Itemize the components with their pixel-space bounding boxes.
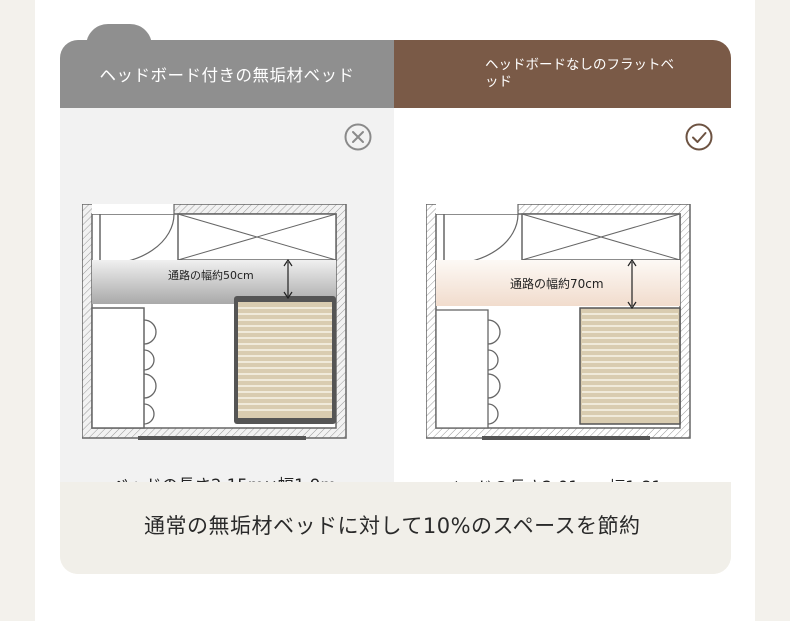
left-column: 通路の幅約50cm ベッドの長さ2.15m×幅1.9m xyxy=(60,108,394,495)
footer-text: 通常の無垢材ベッドに対して10%のスペースを節約 xyxy=(144,514,641,538)
header-right-title: ヘッドボードなしのフラットベッド xyxy=(485,57,674,90)
right-column: 通路の幅約70cm ベッドの長さ2.01m×幅1.81m xyxy=(394,108,731,497)
aisle-label-right: 通路の幅約70cm xyxy=(510,276,604,291)
comparison-card: ヘッドボード付きの無垢材ベッド ヘッドボードなしのフラットベッド xyxy=(60,40,731,574)
footer-banner: 通常の無垢材ベッドに対して10%のスペースを節約 xyxy=(60,482,731,574)
header-right: ヘッドボードなしのフラットベッド xyxy=(394,40,731,108)
check-circle-icon xyxy=(685,123,713,151)
floor-plan-left: 通路の幅約50cm xyxy=(82,204,347,440)
x-circle-icon xyxy=(344,123,372,151)
aisle-label-left: 通路の幅約50cm xyxy=(168,268,254,282)
header-left: ヘッドボード付きの無垢材ベッド xyxy=(60,40,394,108)
floor-plan-right: 通路の幅約70cm xyxy=(426,204,691,440)
header-left-title: ヘッドボード付きの無垢材ベッド xyxy=(99,66,355,85)
